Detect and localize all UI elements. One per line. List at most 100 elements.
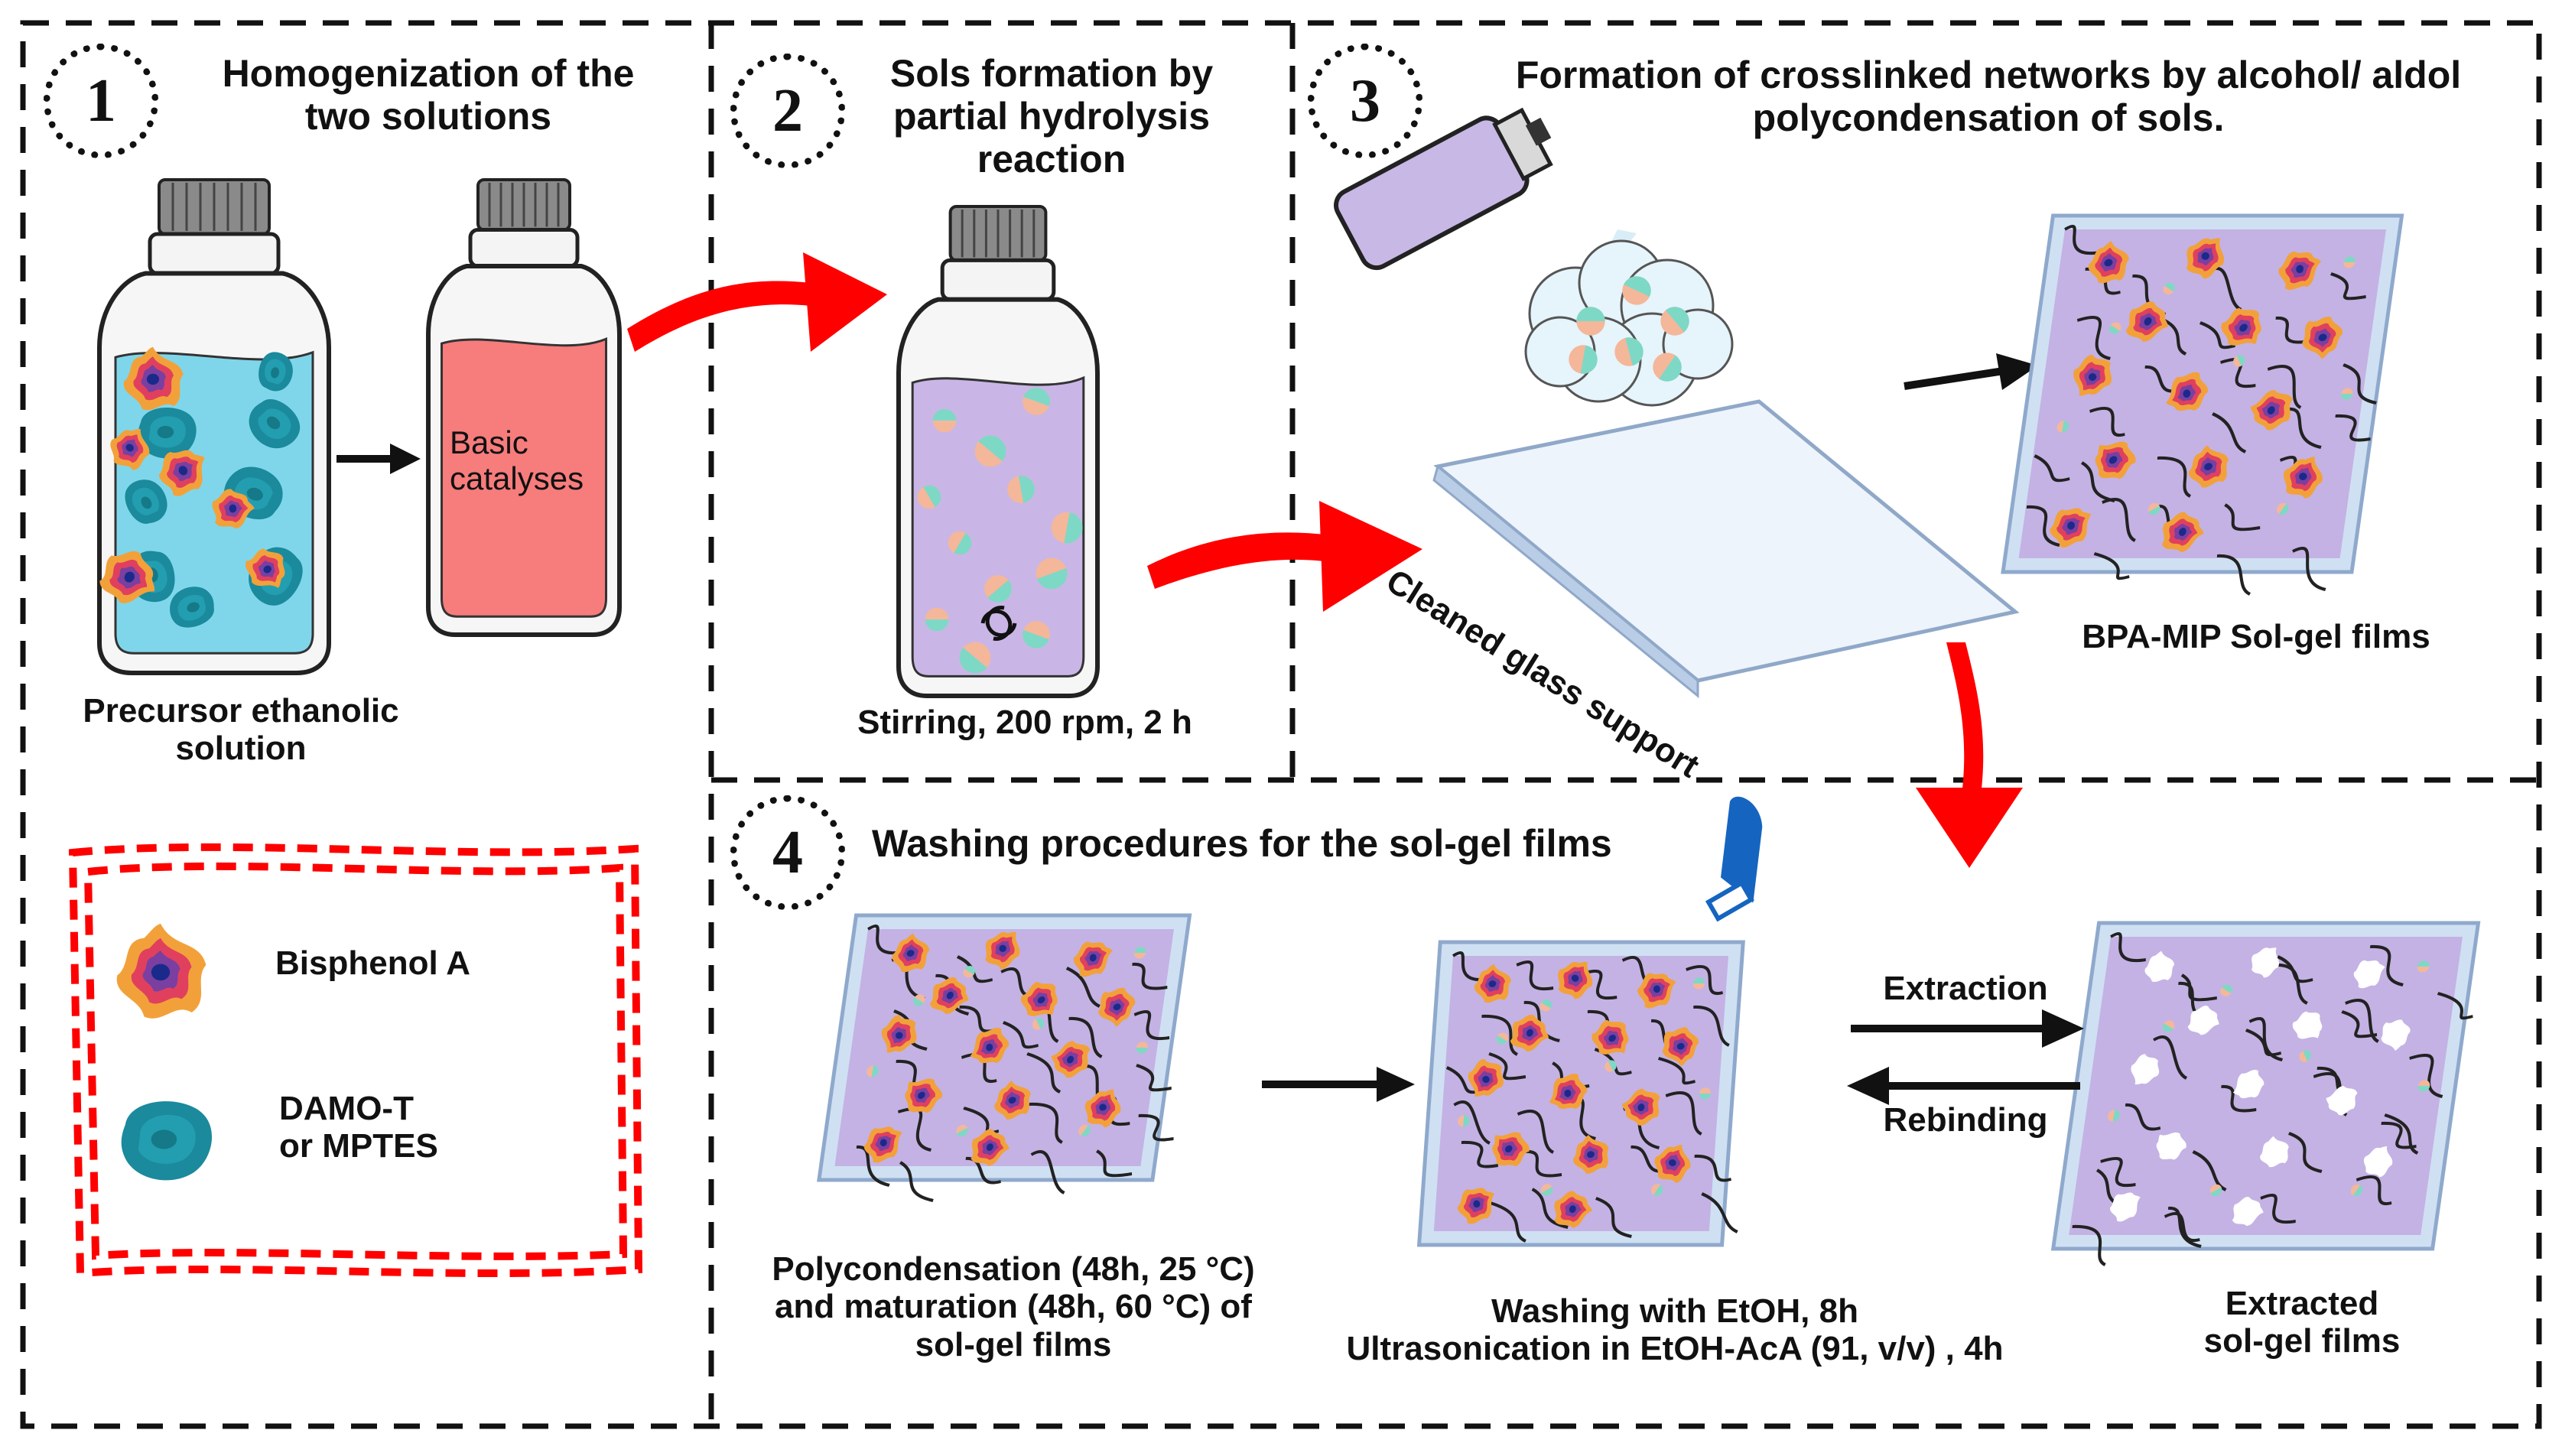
polymer-chain <box>1488 1052 1526 1081</box>
glass-edge <box>1432 464 1699 699</box>
polymer-chain <box>1481 1014 1519 1056</box>
sol-particle <box>925 607 949 632</box>
polymer-chain <box>1523 1000 1560 1042</box>
red-arrow-head <box>803 252 887 352</box>
polymer-chain <box>2072 1224 2106 1266</box>
polymer-chain <box>1453 1100 1491 1145</box>
red-arrow-body <box>1147 532 1331 589</box>
polymer-chain <box>1489 1201 1526 1243</box>
glass-support <box>1432 399 2020 699</box>
polymer-chain <box>2345 999 2380 1043</box>
red-arrow-body <box>627 281 811 352</box>
arrow-head <box>390 444 421 474</box>
can-nozzle <box>1525 117 1552 146</box>
rebinding-label: Rebinding <box>1883 1101 2048 1139</box>
extracted-label: Extracted sol-gel films <box>2203 1285 2401 1360</box>
spray-can <box>1334 107 1553 271</box>
basic-catalyses-label: Basic catalyses <box>450 424 584 497</box>
polymer-chain <box>2192 1150 2227 1191</box>
polymer-chain <box>2356 1175 2392 1206</box>
polymer-chain <box>1595 1197 1632 1238</box>
polymer-chain <box>2199 321 2235 349</box>
polymer-chain <box>1026 1052 1062 1094</box>
legend-damo-icon <box>121 1101 213 1181</box>
legend-bisphenol-label: Bisphenol A <box>275 944 471 982</box>
catalyst-bottle <box>426 178 622 637</box>
wash-sprayer-icon <box>1705 796 1763 922</box>
step-1-title: Homogenization of the two solutions <box>222 52 635 138</box>
polymer-chain <box>2221 1084 2257 1113</box>
arrow-step1-to-step2 <box>627 252 887 352</box>
legend-bisphenol-icon <box>116 923 206 1019</box>
sprayer-cone <box>1721 796 1763 903</box>
polymer-chain <box>2125 1103 2161 1131</box>
polymer-chain <box>1065 967 1101 1008</box>
polymer-chain <box>2080 461 2115 502</box>
polymer-chain <box>2381 1121 2417 1149</box>
legend-box <box>68 843 643 1278</box>
polymer-chain <box>1516 960 1554 991</box>
washing-label: Washing with EtOH, 8h Ultrasonication in… <box>1346 1292 2004 1368</box>
polymer-chain <box>2369 944 2404 986</box>
bottle-neck <box>148 232 281 276</box>
polymer-chain <box>1531 1188 1569 1229</box>
polymer-chain <box>2248 1016 2284 1061</box>
arrow-step2-to-step3 <box>1147 501 1422 612</box>
polymer-chain <box>1452 951 1491 982</box>
arrow-film-to-washing <box>1262 1067 1415 1102</box>
step-4-badge: 4 <box>730 795 845 910</box>
polymer-chain <box>959 1005 995 1033</box>
polymer-chain <box>1068 1016 1103 1058</box>
polymer-chain <box>1579 969 1618 1000</box>
sol-particle <box>932 408 957 433</box>
step-2-title: Sols formation by partial hydrolysis rea… <box>889 52 1214 180</box>
step-3-badge: 3 <box>1308 44 1422 158</box>
stirring-icon <box>980 606 1017 641</box>
polymer-chain <box>2102 498 2137 542</box>
polymer-chain <box>1694 1154 1731 1182</box>
polymer-chain <box>2180 973 2217 1002</box>
film-washing <box>1416 940 1745 1247</box>
step-2-badge: 2 <box>730 54 845 168</box>
polymer-chain <box>2153 1035 2188 1080</box>
film-polycondensation <box>817 913 1192 1202</box>
film-extracted <box>2050 921 2481 1266</box>
red-arrow-body <box>1946 642 1984 795</box>
polymer-chain <box>2292 546 2326 591</box>
polymer-chain <box>2089 406 2125 437</box>
polymer-chain <box>1461 1140 1499 1168</box>
outer-border <box>20 20 2542 1429</box>
polymer-chain <box>2167 1206 2202 1248</box>
bottle-liquid <box>441 337 607 618</box>
step-1-badge: 1 <box>44 44 158 158</box>
polymer-chain <box>1095 1149 1133 1178</box>
equilibrium-arrows <box>1847 1009 2084 1105</box>
bottle-liquid <box>911 375 1085 678</box>
polymer-chain <box>956 955 993 983</box>
red-arrow-head <box>1916 788 2023 868</box>
film-layer <box>2069 937 2463 1235</box>
polymer-chain <box>1030 1150 1065 1194</box>
polymer-chain <box>2216 554 2252 596</box>
polymer-chain <box>2157 456 2192 498</box>
polymer-chain <box>2093 552 2130 580</box>
precursor-bottle <box>92 178 331 675</box>
arrow-bottle1-to-bottle2 <box>337 444 421 474</box>
cloud-sol <box>1576 307 1605 336</box>
polymer-chain <box>1665 1090 1702 1136</box>
polycondensation-label: Polycondensation (48h, 25 °C) and matura… <box>772 1250 1255 1363</box>
legend-damo-label: DAMO-T or MPTES <box>279 1090 438 1165</box>
bpa-mip-label: BPA-MIP Sol-gel films <box>2082 618 2430 655</box>
polymer-chain <box>2287 1132 2323 1173</box>
rebinding-arrow-head <box>1847 1067 1889 1105</box>
polymer-chain <box>2341 1010 2378 1038</box>
polymer-chain <box>1686 964 1724 996</box>
polymer-chain <box>1524 1149 1562 1178</box>
polymer-chain <box>867 924 903 955</box>
polymer-chain <box>2343 363 2377 405</box>
arrow-shaft <box>1904 367 2004 390</box>
polymer-chain <box>1138 1113 1174 1142</box>
polymer-chain <box>2260 1193 2296 1224</box>
polymer-chain <box>2076 315 2111 360</box>
